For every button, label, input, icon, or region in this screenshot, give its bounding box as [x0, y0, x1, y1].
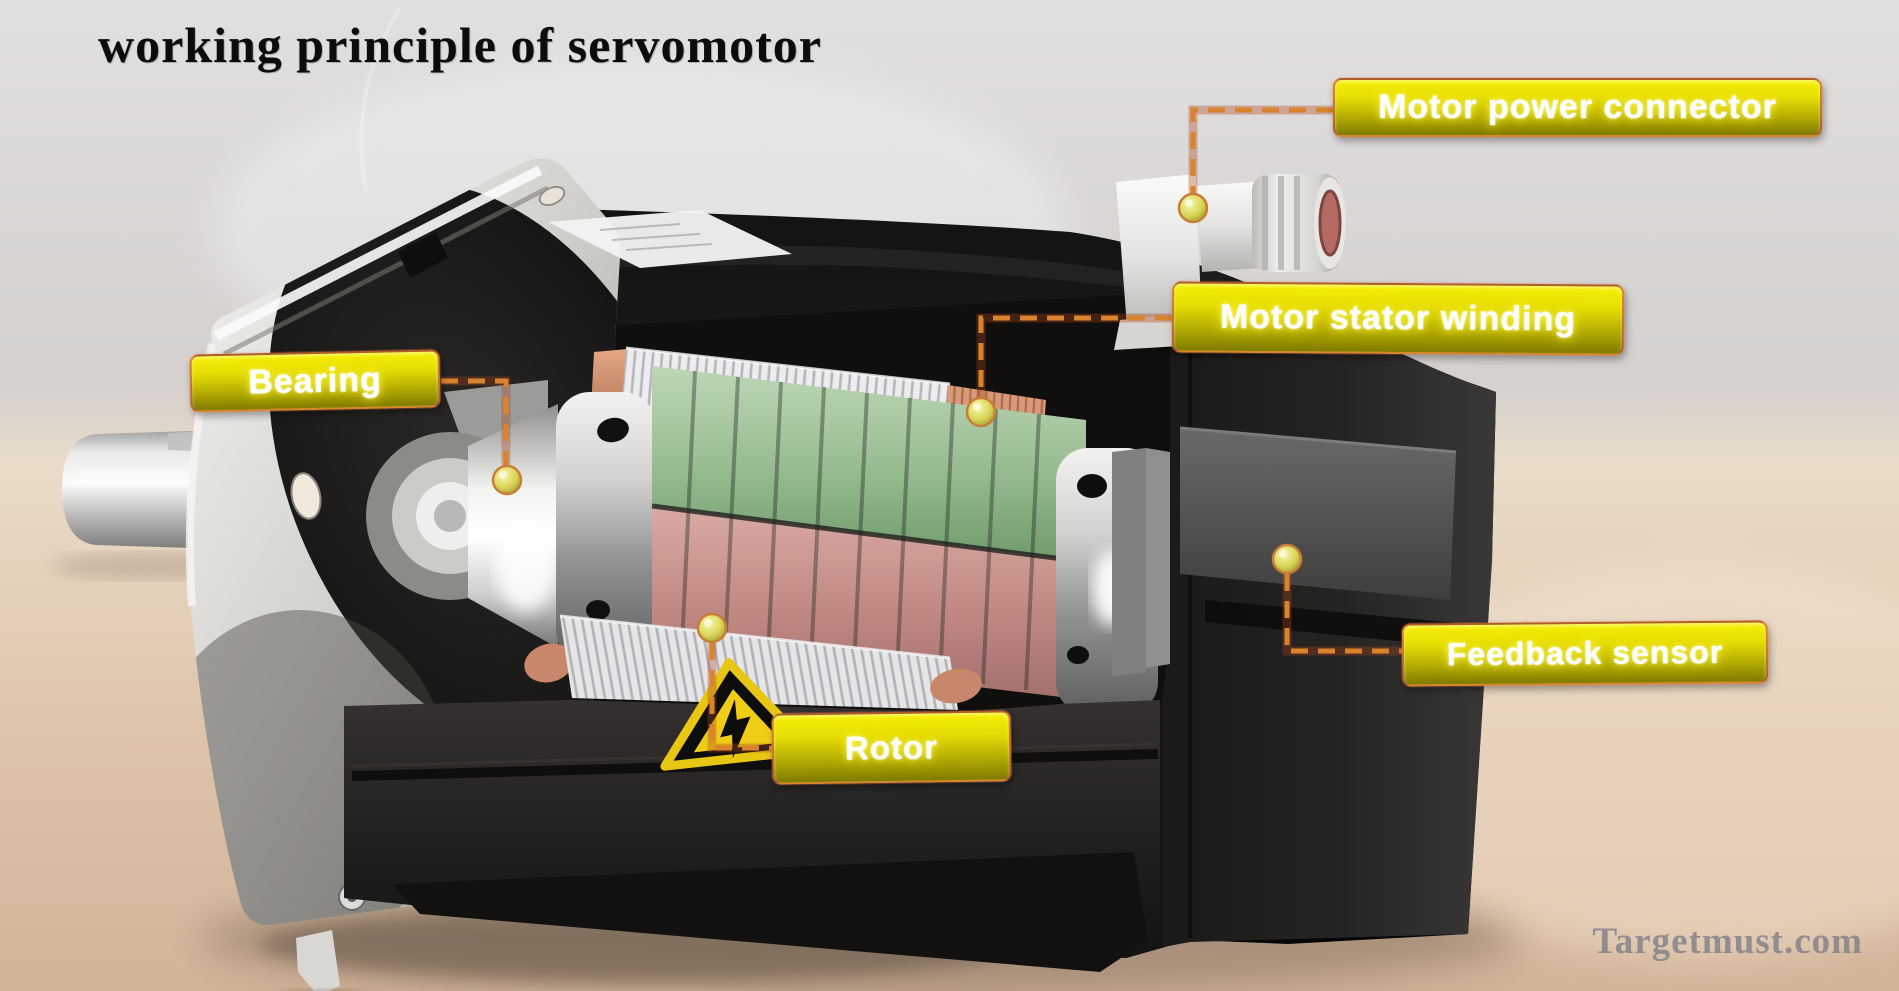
callout-line-rotor: [709, 643, 772, 751]
connector-socket: [1318, 189, 1342, 257]
callout-marker-dots: [491, 192, 1303, 644]
flange-foot: [296, 930, 340, 991]
label-feedback-sensor: Feedback sensor: [1401, 620, 1769, 687]
bearing-housing: [366, 380, 558, 648]
marker-dot-power-connector: [1177, 192, 1209, 224]
marker-dot-bearing: [491, 464, 523, 496]
callout-lines: [441, 105, 1402, 753]
label-rotor: Rotor: [771, 710, 1012, 785]
label-motor-power-connector: Motor power connector: [1333, 78, 1822, 137]
marker-dot-rotor: [696, 612, 728, 644]
flange-hole: [290, 472, 322, 520]
callout-line-power-connector: [1190, 107, 1333, 194]
callout-line-stator-winding: [978, 315, 1172, 398]
marker-dot-stator-winding: [965, 396, 997, 428]
flange-hole: [538, 185, 566, 207]
callout-line-bearing: [441, 378, 509, 465]
stator-lamination-bottom: [524, 614, 982, 710]
casing-rear-section: [1158, 252, 1496, 948]
label-motor-stator-winding: Motor stator winding: [1171, 281, 1625, 356]
flange-notch: [398, 232, 448, 278]
marker-dot-feedback-sensor: [1271, 543, 1303, 575]
label-bearing: Bearing: [189, 349, 441, 413]
rotor-collar-left: [556, 392, 656, 664]
page-title: working principle of servomotor: [98, 17, 822, 73]
nameplate-sticker: [548, 210, 792, 268]
watermark: Targetmust.com: [1592, 921, 1863, 962]
